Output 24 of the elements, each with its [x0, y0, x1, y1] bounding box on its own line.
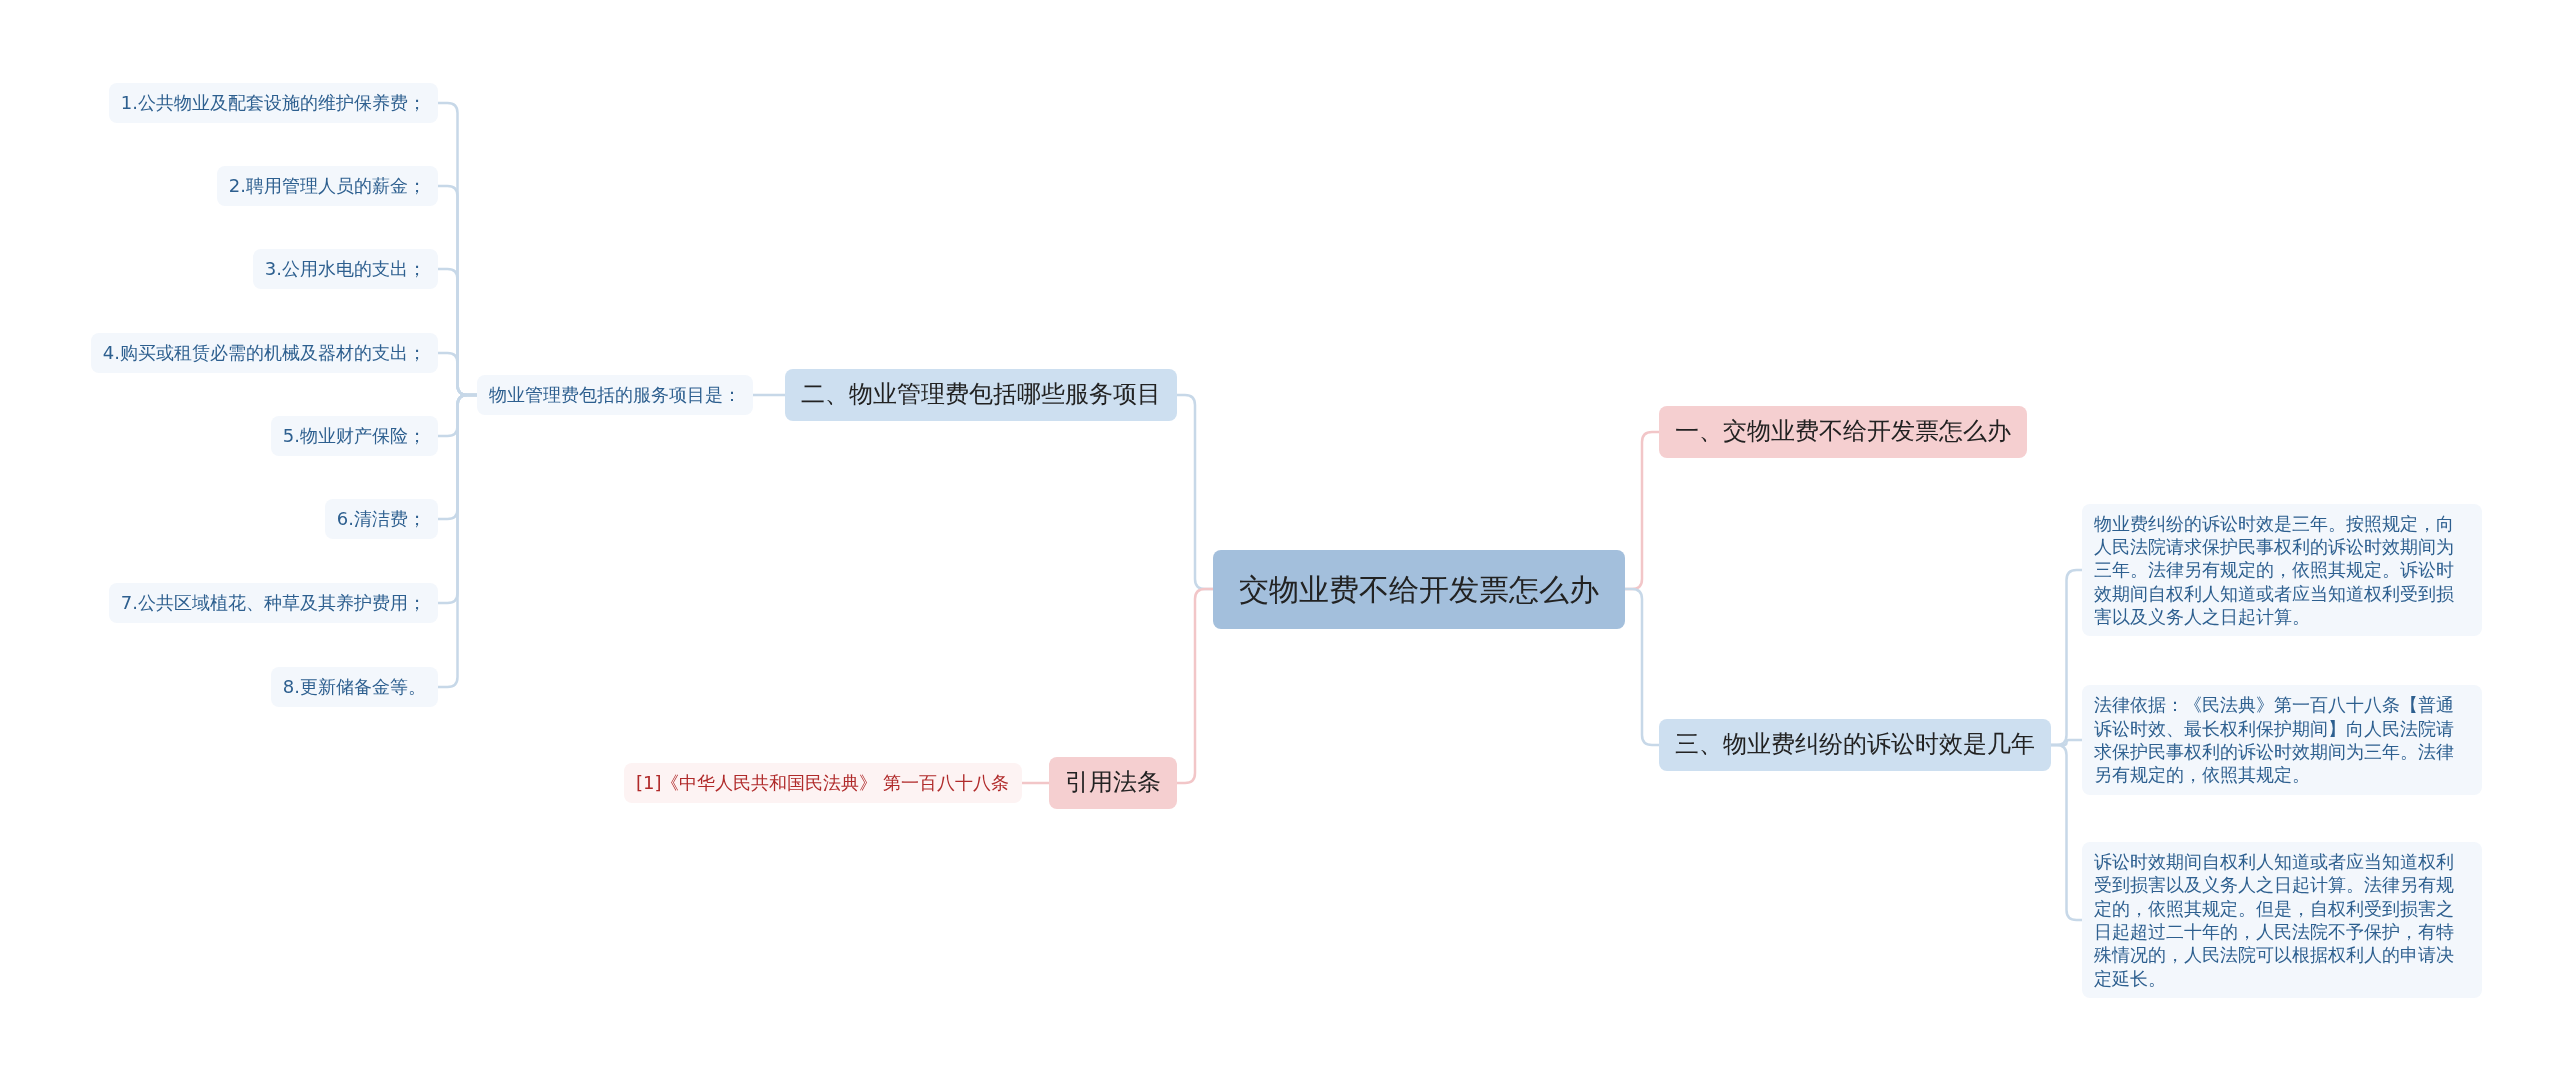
- subtopic-box: 物业管理费包括的服务项目是：: [477, 375, 753, 415]
- topic-box: 引用法条: [1049, 757, 1177, 809]
- subtopic-box: 诉讼时效期间自权利人知道或者应当知道权利受到损害以及义务人之日起计算。法律另有规定的，依照其规定。但是，自权利受到损害之日起超过二十年的，人民法院不予保护，有特殊情况的，人民法院可以根据权利人的申请决定延长。: [2082, 841, 2482, 999]
- connector-line: [2051, 743, 2082, 922]
- subtopic-box: 3.公用水电的支出；: [252, 249, 438, 289]
- subtopic-box: 5.物业财产保险；: [270, 416, 438, 456]
- topic-box: 二、物业管理费包括哪些服务项目: [785, 369, 1177, 421]
- subtopic-box: 4.购买或租赁必需的机械及器材的支出；: [90, 333, 438, 373]
- subtopic-box: 物业费纠纷的诉讼时效是三年。按照规定，向人民法院请求保护民事权利的诉讼时效期间为三年。法律另有规定的，依照其规定。诉讼时效期间自权利人知道或者应当知道权利受到损害以及义务人之日起计算。: [2082, 503, 2482, 637]
- subtopic-box: 8.更新储备金等。: [270, 667, 438, 707]
- subtopic-box: 法律依据：《民法典》第一百八十八条【普通诉讼时效、最长权利保护期间】向人民法院请求保护民事权利的诉讼时效期间为三年。法律另有规定的，依照其规定。: [2082, 685, 2482, 795]
- subtopic-box: 6.清洁费；: [324, 499, 438, 539]
- central-topic-box: 交物业费不给开发票怎么办: [1213, 549, 1625, 629]
- connector-line: [753, 393, 785, 397]
- topic-box: 三、物业费纠纷的诉讼时效是几年: [1659, 719, 2051, 771]
- topic-box: 一、交物业费不给开发票怎么办: [1659, 406, 2027, 458]
- subtopic-box: 7.公共区域植花、种草及其养护费用；: [108, 583, 438, 623]
- connector-line: [1177, 587, 1213, 785]
- citation-box: [1]《中华人民共和国民法典》 第一百八十八条: [624, 763, 1022, 803]
- subtopic-box: 2.聘用管理人员的薪金；: [216, 166, 438, 206]
- connector-line: [438, 393, 477, 689]
- subtopic-box: 1.公共物业及配套设施的维护保养费；: [108, 83, 438, 123]
- connector-line: [1625, 587, 1659, 747]
- connector-line: [1022, 781, 1049, 785]
